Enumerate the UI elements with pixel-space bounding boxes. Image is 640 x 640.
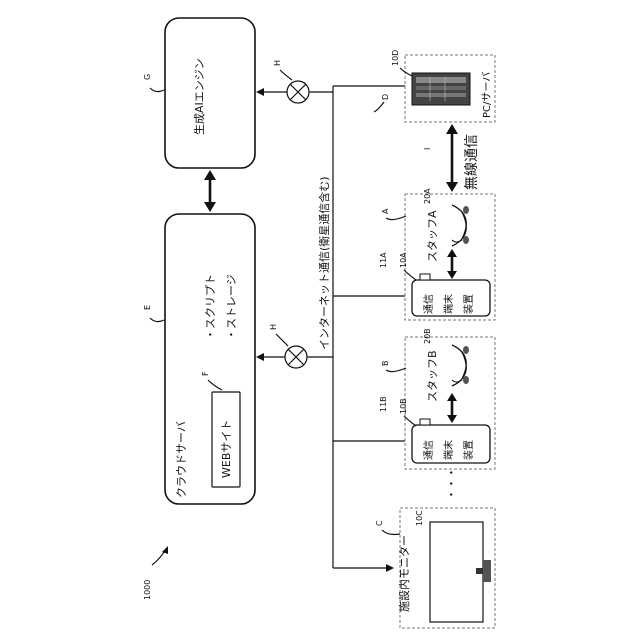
wireless-ref: I — [423, 148, 432, 150]
generative-ai-engine-label: 生成AIエンジン — [192, 58, 206, 135]
internet-ref-leader — [374, 102, 384, 112]
staff-a-ref-leader — [386, 216, 406, 220]
ai-cloud-arrow-down — [204, 202, 216, 212]
device-b-line3: 装置 — [462, 440, 475, 460]
device-a-line3: 装置 — [462, 294, 475, 314]
headset-b-ref: 20B — [423, 328, 432, 344]
monitor-label: 施設内モニター — [397, 535, 411, 612]
device-a-line1: 通信 — [423, 294, 435, 314]
pc-server-ref: 10D — [391, 50, 400, 66]
generative-ai-engine-box — [165, 18, 255, 168]
pc-server-label: PC/サーバ — [481, 72, 493, 118]
device-b-ref: 10B — [399, 398, 408, 414]
server-rack-icon — [412, 73, 470, 105]
cloud-server-script: ・スクリプト — [204, 274, 217, 340]
website-ref: F — [201, 371, 210, 376]
monitor-ref-leader — [382, 530, 400, 535]
generative-ai-ref: G — [143, 74, 152, 80]
staff-b-ref: B — [381, 361, 390, 367]
gateway-top-ref-leader — [280, 70, 292, 80]
device-b-line1: 通信 — [423, 440, 435, 460]
monitor-ref: C — [375, 520, 384, 526]
internet-label: インターネット通信(衛星通信含む) — [317, 176, 331, 350]
device-a-ref: 10A — [399, 252, 408, 268]
staff-b-label: スタッフB — [426, 350, 439, 402]
cloud-server-storage: ・ストレージ — [225, 274, 238, 340]
more-devices-ellipsis: ・・・ — [445, 467, 458, 500]
wireless-arrow-down — [446, 182, 458, 192]
wire-a-ref: 11A — [379, 252, 388, 268]
gateway-bottom-ref: H — [269, 324, 278, 330]
staff-a-label: スタッフA — [426, 210, 439, 262]
device-a-line2: 端末 — [442, 294, 455, 314]
device-a-antenna — [420, 274, 430, 280]
gateway-bottom-arrowhead — [256, 353, 264, 361]
cloud-server-ref: E — [143, 305, 152, 310]
device-b-antenna — [420, 419, 430, 425]
monitor-screen — [430, 522, 483, 622]
branch-monitor-arrowhead — [386, 564, 394, 572]
wireless-arrow-up — [446, 124, 458, 134]
generative-ai-ref-leader — [150, 88, 164, 92]
wire-b-ref: 11B — [379, 396, 388, 412]
headset-a-ref: 20A — [423, 188, 432, 204]
figure-number: 1000 — [143, 580, 152, 600]
staff-b-ref-leader — [386, 368, 406, 372]
cloud-server-ref-leader — [150, 318, 164, 322]
gateway-bottom-ref-leader — [276, 334, 288, 346]
internet-ref: D — [381, 94, 390, 100]
monitor-device-ref: 10C — [415, 510, 424, 526]
gateway-top-ref: H — [273, 60, 282, 66]
cloud-server-label: クラウドサーバ — [175, 421, 188, 498]
device-b-line2: 端末 — [442, 440, 455, 460]
ai-cloud-arrow-up — [204, 170, 216, 180]
staff-a-ref: A — [381, 208, 390, 214]
website-label: WEBサイト — [220, 420, 233, 478]
wireless-label: 無線通信 — [464, 134, 480, 190]
gateway-top-arrowhead — [256, 88, 264, 96]
